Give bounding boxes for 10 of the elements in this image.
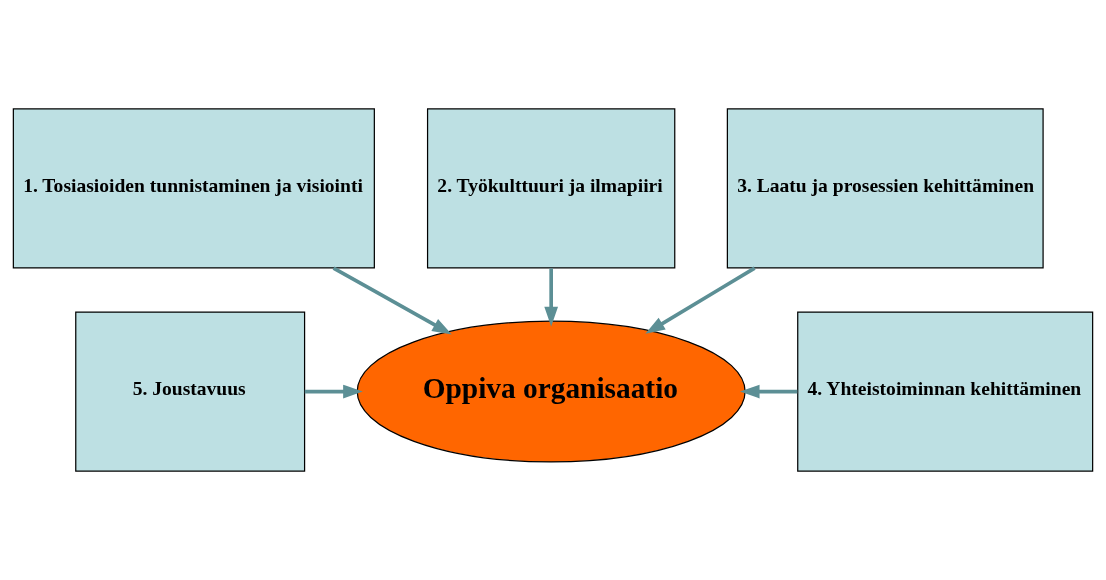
arrow [304,384,363,399]
node-box: 2. Työkulttuuri ja ilmapiiri [426,108,676,269]
node-box: 1. Tosiasioiden tunnistaminen ja visiointi [12,108,375,269]
arrow [645,266,756,334]
arrow [739,384,798,399]
node-box: 3. Laatu ja prosessien kehittäminen [726,108,1044,269]
arrow [544,268,559,327]
arrow [332,266,452,335]
node-box: 5. Joustavuus [75,311,306,472]
node-box: 4. Yhteistoiminnan kehittäminen [797,311,1094,472]
